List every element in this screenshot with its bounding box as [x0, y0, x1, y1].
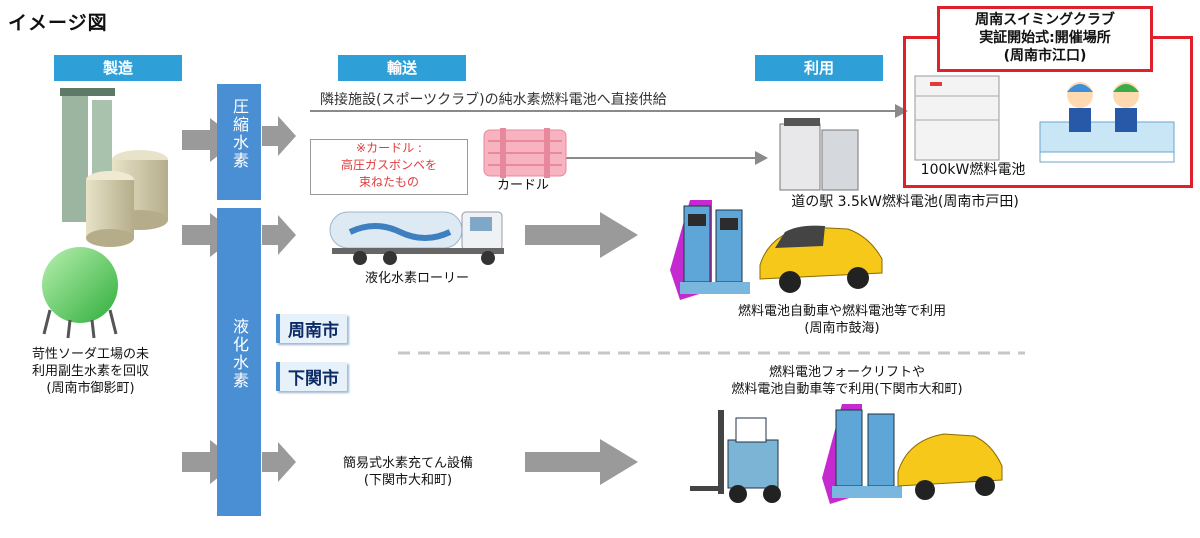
curdle-cylinder-icon — [483, 128, 567, 178]
curdle-note-line3: 束ねたもの — [358, 175, 419, 189]
bar-liquefied-label: 液化水素 — [230, 318, 249, 390]
hydrogen-dispenser-icon-2 — [822, 404, 902, 504]
curdle-note-line1: ※カードル : — [356, 141, 422, 155]
tank-lorry-icon — [329, 211, 504, 265]
production-caption-line2: 利用副生水素を回収 — [31, 364, 149, 379]
forklift-line1: 燃料電池フォークリフトや — [768, 365, 925, 380]
stage-header-transport: 輸送 — [338, 55, 466, 81]
fcv-shunan-line2: (周南市鼓海) — [804, 321, 880, 336]
direct-supply-label: 隣接施設(スポーツクラブ)の純水素燃料電池へ直接供給 — [320, 92, 667, 108]
production-caption: 苛性ソーダ工場の未 利用副生水素を回収 (周南市御影町) — [8, 346, 173, 397]
curdle-note: ※カードル : 高圧ガスボンベを 束ねたもの — [310, 139, 468, 195]
bar-compressed-hydrogen: 圧縮水素 — [217, 84, 261, 200]
usage-arrows — [525, 212, 638, 485]
bar-compressed-label: 圧縮水素 — [230, 98, 249, 170]
simple-station-caption: 簡易式水素充てん設備 (下関市大和町) — [318, 455, 498, 489]
page-title: イメージ図 — [8, 12, 108, 34]
spherical-tank-icon — [42, 247, 118, 339]
fcv-car-icon — [759, 225, 883, 293]
ceremony-line3: (周南市江口) — [1003, 48, 1087, 64]
fcv-shunan-line1: 燃料電池自動車や燃料電池等で利用 — [737, 304, 946, 319]
curdle-note-line2: 高圧ガスボンベを — [340, 158, 437, 172]
simple-station-line1: 簡易式水素充てん設備 — [342, 456, 473, 471]
bar-liquefied-hydrogen: 液化水素 — [217, 208, 261, 516]
forklift-line2: 燃料電池自動車等で利用(下関市大和町) — [731, 382, 963, 397]
stage-header-production: 製造 — [54, 55, 182, 81]
city-label-shimonoseki: 下関市 — [276, 362, 347, 391]
ceremony-line1: 周南スイミングクラブ — [975, 12, 1115, 28]
stage-header-usage: 利用 — [755, 55, 883, 81]
fcv-shunan-caption: 燃料電池自動車や燃料電池等で利用 (周南市鼓海) — [692, 303, 992, 337]
forklift-icon — [690, 410, 781, 503]
fuel-cell-100kw-label: 100kW燃料電池 — [920, 162, 1026, 178]
ceremony-title-box: 周南スイミングクラブ 実証開始式:開催場所 (周南市江口) — [937, 6, 1153, 72]
curdle-label: カードル — [496, 178, 549, 193]
simple-station-line2: (下関市大和町) — [363, 473, 453, 488]
production-caption-line3: (周南市御影町) — [46, 381, 135, 396]
hydrogen-plant-icon — [60, 88, 168, 247]
swimming-children-icon — [1039, 82, 1175, 163]
lorry-label: 液化水素ローリー — [364, 271, 469, 286]
fcv-car-icon-2 — [897, 433, 1003, 500]
forklift-caption: 燃料電池フォークリフトや 燃料電池自動車等で利用(下関市大和町) — [682, 364, 1012, 398]
michinoeki-caption: 道の駅 3.5kW燃料電池(周南市戸田) — [791, 194, 1019, 210]
hydrogen-dispenser-icon — [670, 200, 750, 300]
bar-out-arrows — [262, 116, 296, 482]
ceremony-line2: 実証開始式:開催場所 — [979, 30, 1111, 46]
fuel-cell-100kw-icon — [914, 75, 1000, 161]
fuel-cell-unit-icon — [779, 118, 859, 191]
city-label-shunan: 周南市 — [276, 314, 347, 343]
direct-supply-arrow — [310, 104, 908, 118]
production-caption-line1: 苛性ソーダ工場の未 — [31, 347, 149, 362]
